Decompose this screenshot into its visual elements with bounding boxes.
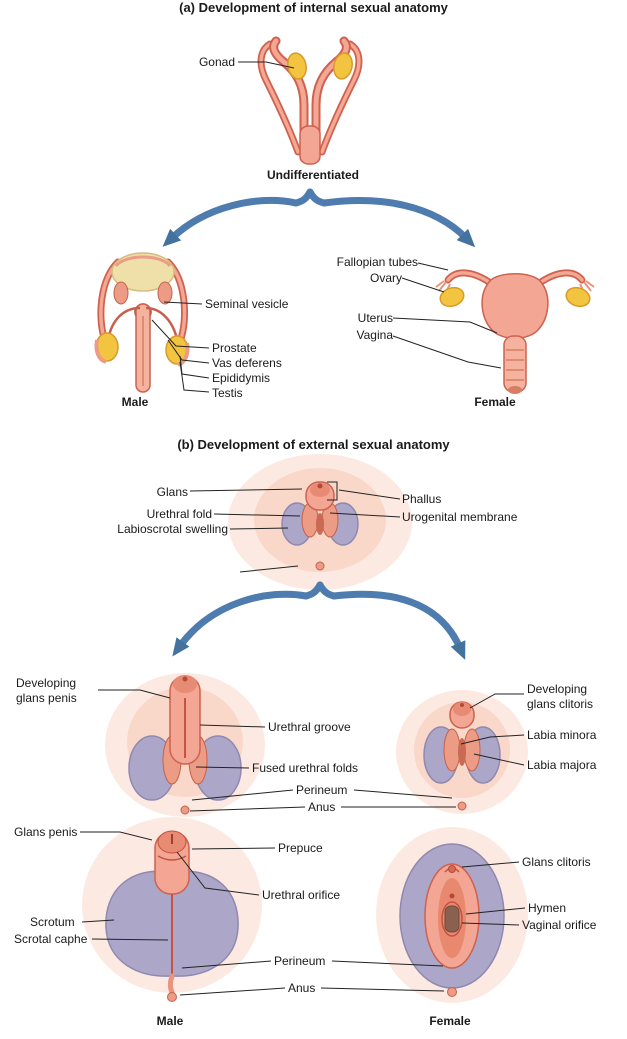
ovary-right <box>565 286 591 308</box>
adult-female-art <box>376 827 528 1003</box>
uterus-label: Uterus <box>357 311 393 325</box>
anus-dot <box>315 561 325 571</box>
vagina-shape <box>503 335 527 393</box>
hymen-ring <box>441 901 463 937</box>
clitoris-dot <box>448 865 456 873</box>
anus-dot <box>447 987 457 997</box>
urogenital-membrane-label: Urogenital membrane <box>402 510 518 524</box>
epididymis-label: Epididymis <box>212 371 271 385</box>
developing-male-art <box>105 673 265 817</box>
anus-dot <box>167 992 177 1002</box>
vagina-label: Vagina <box>356 328 393 342</box>
glans-penis-label: Glans penis <box>14 825 78 839</box>
hymen-label: Hymen <box>528 901 567 915</box>
ovary-label: Ovary <box>369 271 402 285</box>
perineum-developing-label: Perineum <box>296 783 348 797</box>
gonad-label: Gonad <box>198 55 235 69</box>
fused-urethral-folds-label: Fused urethral folds <box>252 761 359 775</box>
developing-glans-penis-label: Developing glans penis <box>16 676 77 705</box>
anus-adult-label: Anus <box>288 981 316 995</box>
urethral-orifice-dot <box>449 893 455 899</box>
gonad-right <box>333 52 353 80</box>
undifferentiated-caption: Undifferentiated <box>266 168 359 182</box>
fallopian-tubes-label: Fallopian tubes <box>336 255 418 269</box>
female-external-caption: Female <box>429 1014 471 1028</box>
male-external-caption: Male <box>156 1014 184 1028</box>
anus-developing-label: Anus <box>308 800 336 814</box>
anus-dot <box>180 805 190 815</box>
undifferentiated-internal-art <box>257 36 363 165</box>
scrotum-label: Scrotum <box>30 915 75 929</box>
prepuce-label: Prepuce <box>278 841 323 855</box>
uterus-shape <box>481 273 549 339</box>
gonad-left <box>287 52 307 80</box>
adult-male-art <box>82 817 262 1002</box>
section-b-title: (b) Development of external sexual anato… <box>177 437 450 452</box>
labia-minora-label: Labia minora <box>527 728 597 742</box>
female-internal-art <box>435 269 595 394</box>
prostate-label: Prostate <box>212 341 257 355</box>
seminal-vesicle-label: Seminal vesicle <box>205 297 289 311</box>
developing-glans-clitoris-label: Developing glans clitoris <box>527 682 594 711</box>
section-a-title: (a) Development of internal sexual anato… <box>179 0 448 15</box>
vaginal-orifice-label: Vaginal orifice <box>522 918 597 932</box>
male-internal-caption: Male <box>121 395 149 409</box>
urethral-orifice-label: Urethral orifice <box>262 888 341 902</box>
urethral-fold-label: Urethral fold <box>146 507 212 521</box>
vas-deferens-label: Vas deferens <box>212 356 282 370</box>
labioscrotal-swelling-label: Labioscrotal swelling <box>117 522 228 536</box>
labia-majora-label: Labia majora <box>527 758 597 772</box>
glans-label: Glans <box>156 485 188 499</box>
testis-label: Testis <box>212 386 243 400</box>
female-internal-caption: Female <box>474 395 516 409</box>
branch-arrow-external <box>172 581 466 660</box>
phallus-label: Phallus <box>402 492 442 506</box>
vaginal-orifice-shape <box>444 905 460 933</box>
undifferentiated-external-art <box>228 454 412 590</box>
scrotal-raphe-label: Scrotal caphe <box>14 932 88 946</box>
ovary-left <box>439 286 465 308</box>
leader-lines <box>80 61 526 996</box>
perineum-adult-label: Perineum <box>274 954 326 968</box>
anus-dot <box>457 801 467 811</box>
glans-clitoris-label: Glans clitoris <box>522 855 591 869</box>
male-internal-art <box>94 252 190 393</box>
branch-arrow-internal <box>162 188 476 248</box>
urethral-groove-label: Urethral groove <box>268 720 351 734</box>
